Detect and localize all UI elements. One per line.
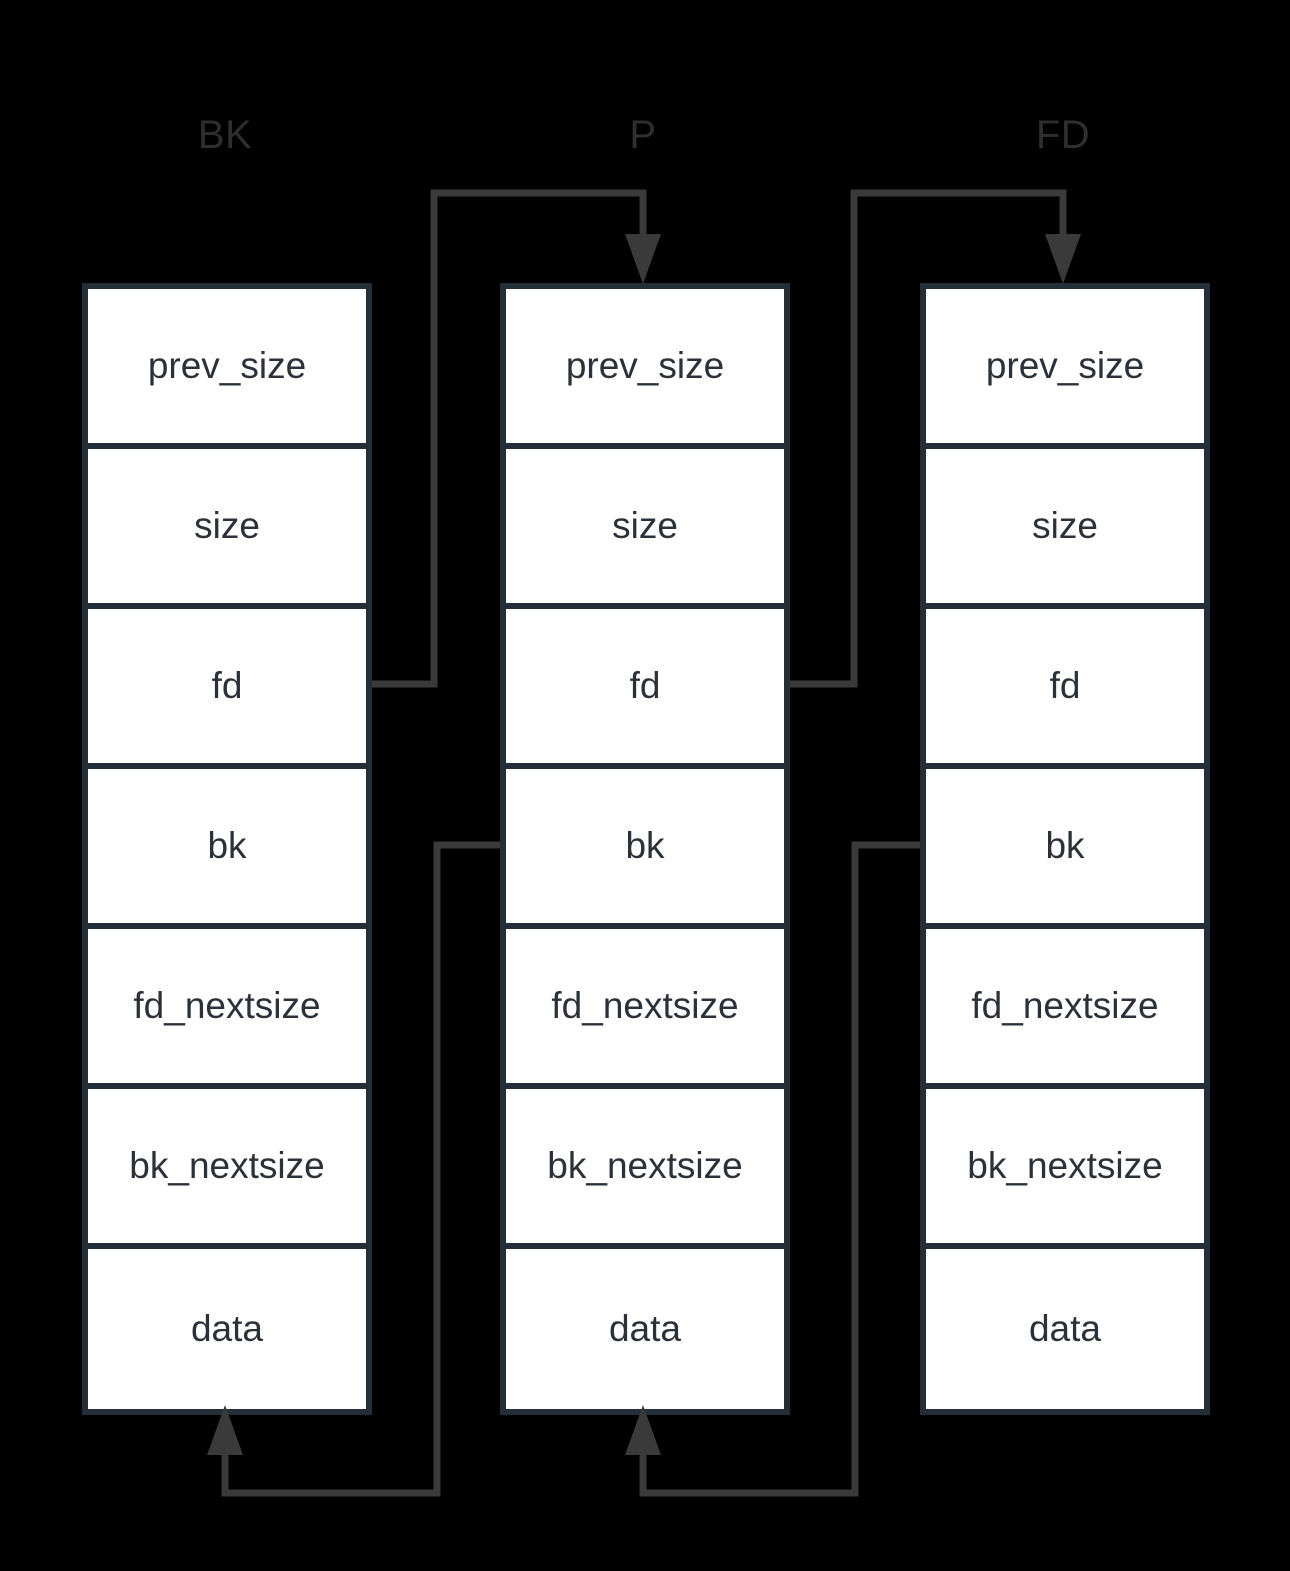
arrowhead-down-p (625, 234, 661, 284)
field-label: bk_nextsize (967, 1145, 1163, 1186)
field-label: prev_size (985, 345, 1145, 386)
chunk-p-field-bk_nextsize: bk_nextsize (506, 1089, 784, 1249)
chunk-bk-field-size: size (88, 449, 366, 609)
chunk-fd-field-prev_size: prev_size (926, 289, 1204, 449)
field-label: bk (1045, 825, 1085, 866)
chunk-fd: prev_size size fd bk fd_nextsize bk_next… (920, 283, 1210, 1415)
chunk-p-field-bk: bk (506, 769, 784, 929)
field-label: data (1028, 1308, 1101, 1349)
chunk-p-field-prev_size: prev_size (506, 289, 784, 449)
field-label: bk (625, 825, 665, 866)
field-label: fd (1049, 665, 1081, 706)
column-label-bk-text: BK (197, 113, 253, 157)
chunk-bk-field-fd: fd (88, 609, 366, 769)
chunk-fd-field-data: data (926, 1249, 1204, 1409)
column-label-p: P (543, 115, 743, 155)
chunk-p: prev_size size fd bk fd_nextsize bk_next… (500, 283, 790, 1415)
chunk-bk-field-bk: bk (88, 769, 366, 929)
field-label: data (608, 1308, 681, 1349)
chunk-bk-field-fd_nextsize: fd_nextsize (88, 929, 366, 1089)
chunk-bk-field-data: data (88, 1249, 366, 1409)
field-label: fd_nextsize (551, 985, 739, 1026)
field-label: bk_nextsize (547, 1145, 743, 1186)
chunk-fd-field-fd: fd (926, 609, 1204, 769)
field-label: fd (629, 665, 661, 706)
field-label: size (612, 505, 678, 546)
chunk-fd-field-size: size (926, 449, 1204, 609)
field-label: prev_size (565, 345, 725, 386)
field-label: bk (207, 825, 247, 866)
column-label-p-text: P (629, 113, 657, 157)
column-label-bk: BK (125, 115, 325, 155)
chunk-p-field-fd: fd (506, 609, 784, 769)
field-label: prev_size (147, 345, 307, 386)
arrowhead-down-fd (1045, 234, 1081, 284)
field-label: size (194, 505, 260, 546)
field-label: bk_nextsize (129, 1145, 325, 1186)
chunk-fd-field-bk: bk (926, 769, 1204, 929)
chunk-bk-field-bk_nextsize: bk_nextsize (88, 1089, 366, 1249)
chunk-fd-field-fd_nextsize: fd_nextsize (926, 929, 1204, 1089)
chunk-p-field-fd_nextsize: fd_nextsize (506, 929, 784, 1089)
chunk-bk: prev_size size fd bk fd_nextsize bk_next… (82, 283, 372, 1415)
field-label: fd_nextsize (971, 985, 1159, 1026)
field-label: data (190, 1308, 263, 1349)
field-label: fd_nextsize (133, 985, 321, 1026)
field-label: size (1032, 505, 1098, 546)
column-label-fd: FD (963, 115, 1163, 155)
chunk-p-field-data: data (506, 1249, 784, 1409)
chunk-p-field-size: size (506, 449, 784, 609)
chunk-fd-field-bk_nextsize: bk_nextsize (926, 1089, 1204, 1249)
column-label-fd-text: FD (1035, 113, 1091, 157)
field-label: fd (211, 665, 243, 706)
chunk-bk-field-prev_size: prev_size (88, 289, 366, 449)
